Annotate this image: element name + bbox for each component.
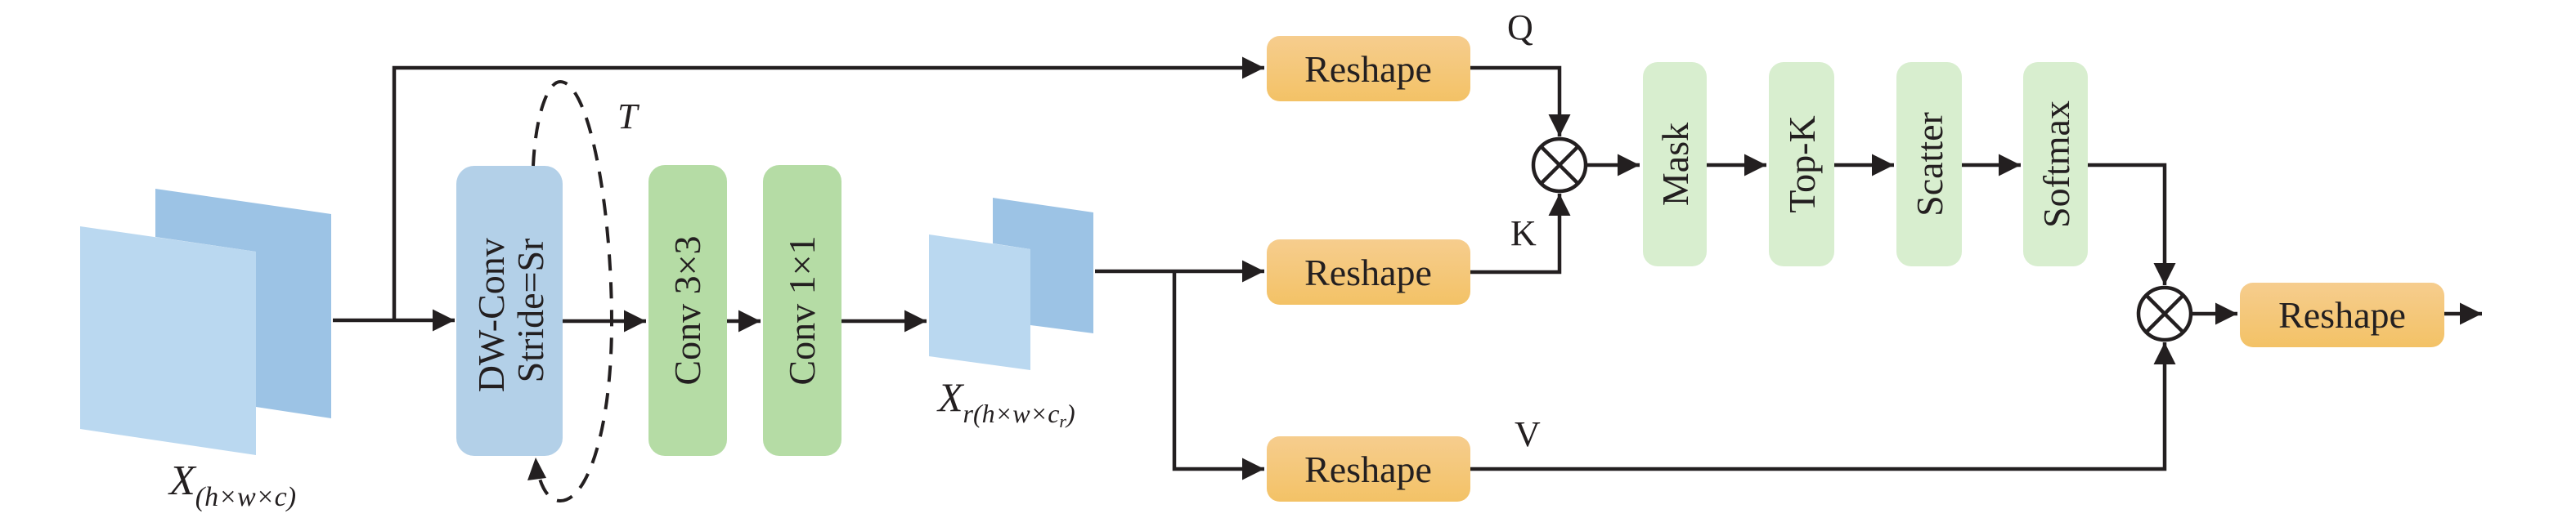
reshape-out-block[interactable]: Reshape bbox=[2240, 283, 2444, 347]
mask-label: Mask bbox=[1654, 123, 1696, 206]
reduced-feature-map bbox=[929, 198, 1093, 370]
reshape-v-block[interactable]: Reshape bbox=[1267, 436, 1470, 502]
mask-block[interactable]: Mask bbox=[1643, 62, 1707, 266]
repeat-loop-dashed bbox=[532, 79, 614, 503]
multiply-qk-icon bbox=[1531, 136, 1588, 194]
edge-v-to-multiply bbox=[1470, 342, 2176, 471]
value-label: V bbox=[1515, 414, 1541, 454]
edge-k-to-multiply bbox=[1470, 194, 1571, 275]
edge-q-to-multiply bbox=[1470, 65, 1571, 136]
dwconv-label: DW-Conv Stride=Sr bbox=[470, 229, 551, 393]
conv1x1-block[interactable]: Conv 1×1 bbox=[763, 165, 841, 456]
reshape-q-label: Reshape bbox=[1304, 48, 1432, 90]
dwconv-block[interactable]: DW-Conv Stride=Sr bbox=[456, 166, 563, 456]
reshape-q-block[interactable]: Reshape bbox=[1267, 36, 1470, 101]
multiply-attn-v-icon bbox=[2136, 285, 2193, 342]
input-feature-label: X(h×w×c) bbox=[168, 458, 296, 512]
reshape-v-label: Reshape bbox=[1304, 449, 1432, 490]
conv3x3-block[interactable]: Conv 3×3 bbox=[648, 165, 727, 456]
reduced-feature-label: Xr(h×w×cr) bbox=[936, 374, 1075, 431]
loop-count-label: T bbox=[617, 96, 640, 136]
edge-softmax-to-multiply bbox=[2088, 163, 2176, 285]
softmax-label: Softmax bbox=[2035, 100, 2077, 228]
reduced-plane-back bbox=[993, 198, 1093, 333]
softmax-block[interactable]: Softmax bbox=[2023, 62, 2088, 266]
scatter-block[interactable]: Scatter bbox=[1896, 62, 1962, 266]
conv3x3-label: Conv 3×3 bbox=[666, 235, 708, 385]
edge-reduced-to-reshape-v bbox=[1172, 271, 1264, 480]
reshape-k-block[interactable]: Reshape bbox=[1267, 239, 1470, 305]
edge-input-to-reshape-q bbox=[392, 56, 1264, 320]
input-plane-front bbox=[80, 226, 256, 455]
scatter-label: Scatter bbox=[1909, 112, 1950, 217]
conv1x1-label: Conv 1×1 bbox=[781, 235, 823, 385]
input-feature-map bbox=[80, 189, 331, 455]
topk-block[interactable]: Top-K bbox=[1769, 62, 1834, 266]
reduced-plane-front bbox=[929, 234, 1030, 370]
input-plane-back bbox=[155, 189, 331, 418]
query-label: Q bbox=[1507, 7, 1533, 47]
key-label: K bbox=[1510, 213, 1537, 253]
loop-arrowhead-icon bbox=[527, 458, 546, 480]
topk-label: Top-K bbox=[1781, 115, 1823, 212]
reshape-k-label: Reshape bbox=[1304, 252, 1432, 293]
reshape-out-label: Reshape bbox=[2278, 294, 2406, 336]
